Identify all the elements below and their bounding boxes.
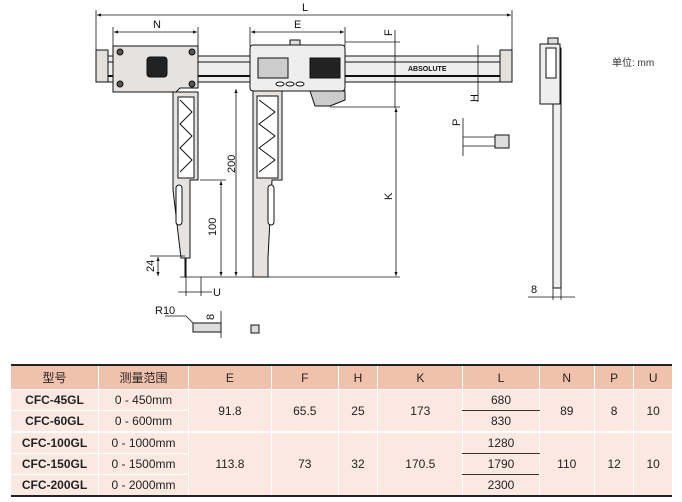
dimension-label: 8 (205, 314, 217, 320)
col-N: N (538, 365, 595, 390)
left-jaw-body (112, 45, 199, 278)
col-K: K (377, 365, 463, 390)
jaw-tip-end (250, 324, 260, 334)
dimension-label: F (383, 29, 395, 36)
col-range: 测量范围 (98, 365, 189, 390)
col-P: P (593, 365, 634, 390)
brand-logo: ABSOLUTE (408, 66, 447, 73)
dimension-label: 100 (207, 218, 219, 236)
caliper-dimension-drawing: ABSOLUTE L N E F H K P U 200 100 24 R10 (95, 2, 575, 338)
display-unit (249, 39, 346, 278)
spec-table: 型号 测量范围 E F H K L N P U CFC-45GL 0 - 450… (11, 364, 672, 497)
unit-note: 单位: mm (612, 58, 655, 69)
dimension-label: U (213, 287, 221, 299)
col-U: U (633, 365, 672, 390)
jaw-tip-section (192, 322, 222, 333)
dimension-label: E (294, 19, 301, 31)
dimension-label: R10 (155, 305, 175, 317)
col-E: E (188, 365, 272, 390)
col-L: L (462, 365, 540, 390)
dimension-label: H (469, 94, 481, 102)
table-row: CFC-60GL 0 - 600mm 830 (11, 410, 672, 432)
col-model: 型号 (11, 365, 99, 390)
col-H: H (337, 365, 378, 390)
table-row: CFC-100GL 0 - 1000mm 113.8 73 32 170.5 1… (11, 431, 672, 496)
dimension-label: 24 (145, 260, 157, 272)
dimension-label: 8 (531, 284, 537, 296)
beam-end-cap-right (499, 49, 513, 83)
beam-end-cap-left (95, 49, 109, 83)
col-F: F (270, 365, 339, 390)
dimension-label: K (383, 192, 395, 200)
table-row: CFC-200GL 0 - 2000mm 2300 (11, 474, 672, 496)
dimension-label: P (451, 119, 463, 126)
dimension-label: N (153, 19, 161, 31)
table-row: CFC-150GL 0 - 1500mm 1790 (11, 453, 672, 475)
dimension-label: 200 (226, 155, 238, 173)
dimension-label: L (302, 2, 308, 14)
table-row: CFC-45GL 0 - 450mm 91.8 65.5 25 173 680 … (11, 389, 672, 432)
p-tip (494, 134, 510, 149)
